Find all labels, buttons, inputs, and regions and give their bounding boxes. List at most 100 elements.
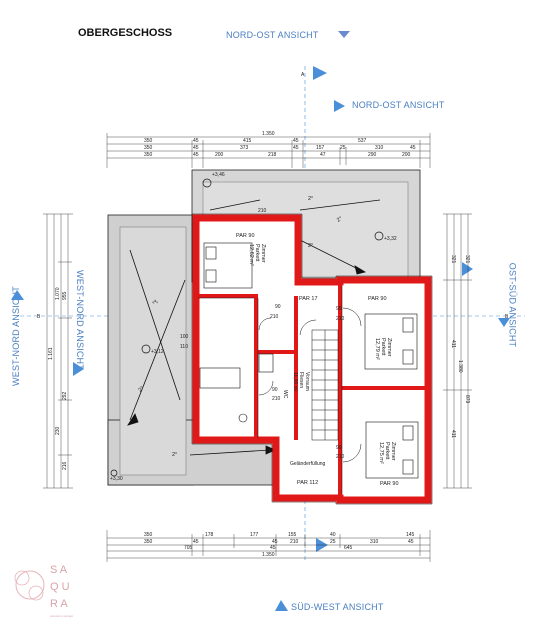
dim-bot-r1-4: 40 [330,532,336,538]
room-se-floor: Parkett [384,442,390,460]
dim-right-6: 411 [450,430,456,438]
dim-top-r2-3: 45 [293,138,299,144]
dim-top-total: 1.350 [262,131,275,137]
dim-top-r4-3: 218 [268,152,277,158]
level-left-roof: +3,12 [151,349,164,355]
view-arrow-nordost-icon [334,100,345,112]
door-90-a: 90 [275,304,281,310]
dim-left-3: 216 [62,461,68,470]
section-a: A [301,72,305,78]
view-label-top: NORD-OST ANSICHT [226,30,319,40]
dim-top-r4-1: 45 [193,152,199,158]
view-arrow-bottom-icon [275,600,288,611]
room-nw-floor: Parkett [254,244,260,262]
view-arrow-top-icon [338,31,350,38]
door-210-a: 210 [270,314,279,320]
view-arrow-left-icon [11,290,24,300]
dim-right-1: 321 [464,255,470,264]
dim-bot-r2-2: 45 [272,539,278,545]
dim-bot-r4-0: 1.350 [262,552,275,558]
saqura-logo: S A Q U R A premium concept [14,564,73,618]
dim-right-2: 411 [450,340,456,348]
dim-bot-r1-3: 155 [288,532,297,538]
dim-bot-r3-2: 645 [344,545,353,551]
dim-top-r3-5: 25 [340,145,346,151]
dim-top-r2-2: 415 [243,138,252,144]
slope-1: 2° [151,299,159,307]
stair-railing-label: Geländerfüllung [290,461,326,467]
level-top-left: +3,46 [212,172,225,178]
level-bottom-left: +3,30 [110,476,123,482]
dim-left-0: 955 [62,291,68,300]
door-90-b: 90 [336,306,342,312]
view-label-bottom: SÜD-WEST ANSICHT [291,602,384,612]
door-90-d: 90 [272,387,278,393]
brand-line3: R A [50,598,68,610]
dim-top-r3-1: 45 [193,145,199,151]
room-ne-door: PAR 90 [368,296,387,302]
dim-top-r3-3: 45 [293,145,299,151]
dim-bot-r2-3: 210 [290,539,299,545]
room-nw-name: Zimmer [260,244,266,263]
dim-bot-r3-0: 705 [184,545,193,551]
dim-top-r4-0: 350 [144,152,153,158]
dim-left-5: 230 [55,426,61,435]
door-210-c: 210 [336,454,345,460]
door-110: 110 [180,344,188,350]
dim-top-r4-6: 200 [402,152,411,158]
dim-bot-r2-5: 310 [370,539,379,545]
door-210-e: 210 [258,208,267,214]
dim-bot-r1-5: 145 [406,532,415,538]
dim-right-5: 879 [464,395,470,404]
dim-bot-r2-4: 25 [330,539,336,545]
dim-top-r3-0: 350 [144,145,153,151]
door-90-c: 90 [336,445,342,451]
slope-5: 2° [308,243,313,249]
room-ne-name: Zimmer [386,338,392,357]
dim-top-r4-5: 290 [368,152,377,158]
slope-6: 2° [172,452,177,458]
dim-bot-r3-1: 45 [270,545,276,551]
stairs [311,329,339,441]
wc-name: WC [282,390,288,399]
roof-left-inner [119,226,187,476]
marker-b-right: B [505,314,509,320]
hall-floor: Fliesen [298,372,304,388]
dim-top-r4-2: 200 [215,152,224,158]
room-nw-door: PAR 90 [236,233,255,239]
view-label-top-right: NORD-OST ANSICHT [352,100,445,110]
dim-bot-r1-0: 350 [144,532,153,538]
room-ne-area: 12,79 m² [374,338,380,360]
dim-bot-r2-1: 45 [193,539,199,545]
brand-line2: Q U [50,581,70,593]
room-se-name: Zimmer [390,442,396,461]
hall-area: 11,00 m² [292,372,298,392]
room-ne-floor: Parkett [380,338,386,356]
dim-left-2: 1.161 [48,347,54,360]
door-210-b: 210 [336,316,345,322]
room-se-door: PAR 90 [380,481,399,487]
view-arrow-right-icon [462,262,473,276]
dim-top-r2-1: 45 [193,138,199,144]
slope-4: 2° [336,216,344,224]
section-arrow-a-icon [313,66,327,80]
page-title: OBERGESCHOSS [78,27,173,39]
dim-top-r3-6: 310 [375,145,384,151]
dim-bot-r1-1: 178 [205,532,214,538]
dim-top-r3-2: 373 [240,145,249,151]
dim-top-r4-4: 47 [320,152,326,158]
brand-line1: S A [50,564,68,576]
hall-name: Vorraum [304,372,310,391]
dim-top-r2-4: 537 [358,138,367,144]
dim-bot-r1-2: 177 [250,532,259,538]
dim-top-r3-4: 157 [316,145,325,151]
level-right-roof: +3,32 [384,236,397,242]
view-arrow-right2-icon [498,318,510,327]
dim-top-r3-7: 45 [410,145,416,151]
door-210-d: 210 [272,396,281,402]
door-par112: PAR 112 [297,480,318,486]
dim-left-4: 292 [62,391,68,400]
view-arrow-left2-icon [73,362,84,376]
door-100-a: 100 [180,334,189,340]
